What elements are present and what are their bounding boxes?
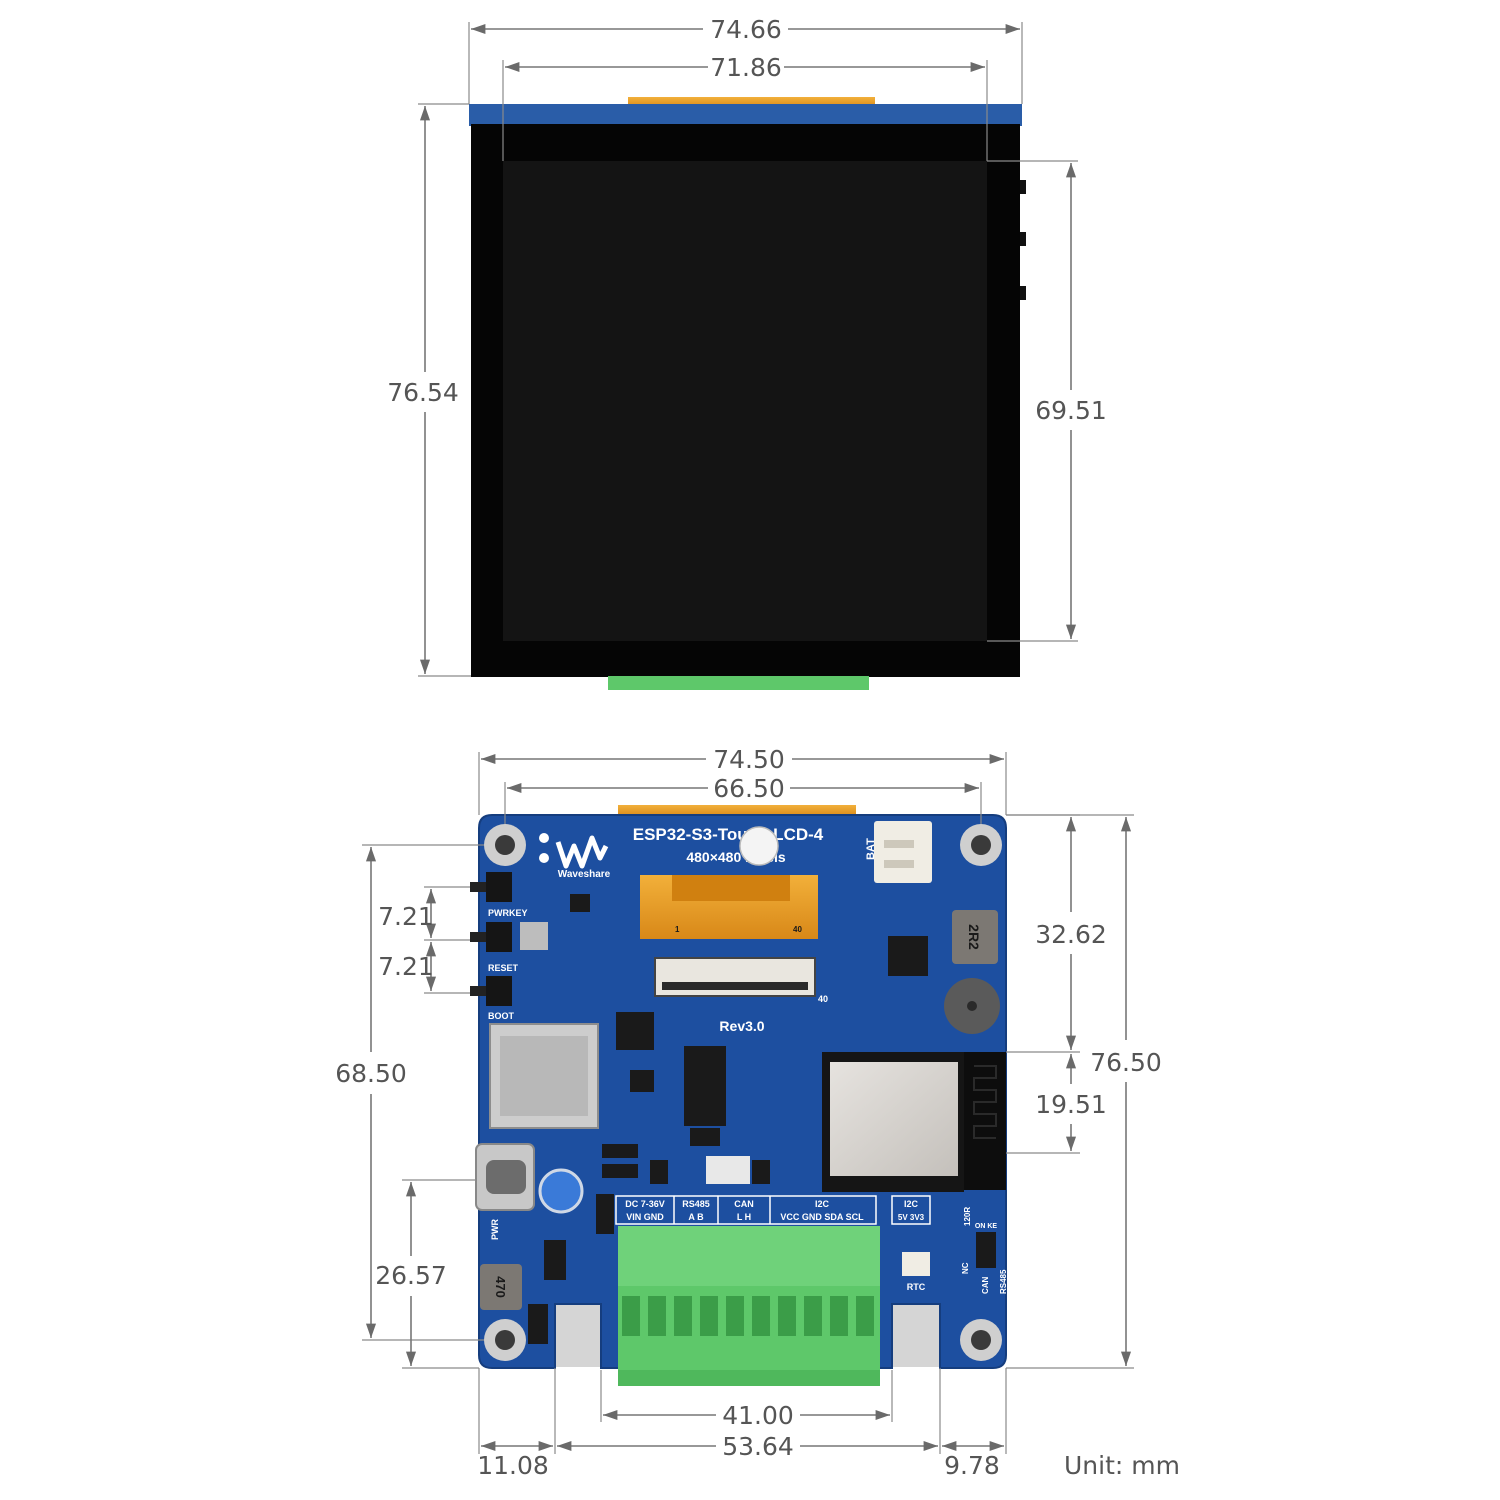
side-buttons bbox=[470, 872, 512, 1006]
dim-upper-right: 32.62 bbox=[1035, 920, 1107, 949]
bottom-view: Waveshare ESP32-S3-Touch-LCD-4 480×480 P… bbox=[335, 745, 1180, 1480]
board-revision: Rev3.0 bbox=[719, 1018, 764, 1034]
cutout-left bbox=[556, 1305, 600, 1367]
tg-dc-pins: VIN GND bbox=[626, 1212, 664, 1222]
fpc-connector bbox=[654, 957, 816, 997]
connector-pin-40: 40 bbox=[818, 994, 828, 1004]
components bbox=[520, 894, 928, 1344]
i2c-small-pins: 5V 3V3 bbox=[898, 1213, 925, 1222]
mounting-holes bbox=[484, 824, 1002, 1361]
rtc-connector bbox=[902, 1252, 930, 1276]
switch-top-label: ON KE bbox=[975, 1223, 998, 1230]
lcd-active-area bbox=[503, 161, 987, 641]
switch-can: CAN bbox=[981, 1276, 990, 1294]
fpc-pin-1: 1 bbox=[675, 925, 680, 934]
terminal-block bbox=[618, 1226, 880, 1386]
qc-sticker bbox=[739, 826, 779, 866]
top-view: 74.66 71.86 76.54 69.51 bbox=[387, 15, 1107, 690]
dim-top-overall-width: 74.66 bbox=[710, 15, 782, 44]
dim-bottom-left: 11.08 bbox=[477, 1451, 549, 1480]
tg-rs485-title: RS485 bbox=[682, 1199, 710, 1209]
inductor-2r2-label: 2R2 bbox=[966, 924, 982, 950]
label-reset: RESET bbox=[488, 963, 519, 973]
tg-can-title: CAN bbox=[734, 1199, 754, 1209]
side-button-1 bbox=[1020, 180, 1026, 194]
pwr-label: PWR bbox=[490, 1219, 500, 1240]
unit-label: Unit: mm bbox=[1064, 1451, 1180, 1480]
dim-usb-offset: 26.57 bbox=[375, 1261, 447, 1290]
dim-board-overall-height: 76.50 bbox=[1090, 1048, 1162, 1077]
dim-top-active-height: 69.51 bbox=[1035, 396, 1107, 425]
dim-bottom-right: 9.78 bbox=[944, 1451, 1000, 1480]
switch-nc: NC bbox=[961, 1262, 970, 1274]
inductor-470-label: 470 bbox=[493, 1276, 508, 1298]
tg-i2c-title: I2C bbox=[815, 1199, 830, 1209]
side-button-3 bbox=[1020, 286, 1026, 300]
inductor-2r2 bbox=[952, 910, 998, 964]
tg-can-pins: L H bbox=[737, 1212, 751, 1222]
waveshare-logo-icon bbox=[539, 833, 609, 869]
top-blue-edge bbox=[469, 104, 1022, 126]
terminal-labels: DC 7-36V VIN GND RS485 A B CAN L H I2C V… bbox=[615, 1195, 931, 1225]
dim-hole-spacing: 66.50 bbox=[713, 774, 785, 803]
dim-board-overall-width: 74.50 bbox=[713, 745, 785, 774]
fuse bbox=[706, 1156, 750, 1184]
rtc-label: RTC bbox=[907, 1282, 926, 1292]
top-fpc-cable bbox=[628, 97, 875, 108]
top-terminal-strip bbox=[608, 676, 869, 690]
tg-i2c-pins: VCC GND SDA SCL bbox=[780, 1212, 864, 1222]
switch-120r: 120R bbox=[963, 1207, 972, 1226]
cutout-right bbox=[893, 1305, 939, 1367]
dim-left-height: 68.50 bbox=[335, 1059, 407, 1088]
i2c-small-title: I2C bbox=[904, 1199, 919, 1209]
dim-top-active-width: 71.86 bbox=[710, 53, 782, 82]
fpc-pin-40: 40 bbox=[793, 925, 802, 934]
tg-dc-title: DC 7-36V bbox=[625, 1199, 665, 1209]
label-pwrkey: PWRKEY bbox=[488, 908, 528, 918]
dim-button-pitch-1: 7.21 bbox=[378, 902, 434, 931]
board-brand: Waveshare bbox=[558, 869, 611, 880]
battery-connector bbox=[874, 821, 932, 883]
dim-terminal-width: 41.00 bbox=[722, 1401, 794, 1430]
dim-bottom-mid: 53.64 bbox=[722, 1432, 794, 1461]
side-button-2 bbox=[1020, 232, 1026, 246]
dim-top-overall-height: 76.54 bbox=[387, 378, 459, 407]
inductor-470 bbox=[480, 1264, 522, 1310]
board-title: ESP32-S3-Touch-LCD-4 bbox=[633, 825, 824, 844]
electrolytic-capacitor bbox=[538, 1168, 584, 1214]
antenna-area bbox=[964, 1052, 1006, 1190]
dip-switch bbox=[976, 1232, 996, 1268]
switch-rs485: RS485 bbox=[999, 1269, 1008, 1294]
dim-antenna-height: 19.51 bbox=[1035, 1090, 1107, 1119]
dim-button-pitch-2: 7.21 bbox=[378, 952, 434, 981]
label-boot: BOOT bbox=[488, 1011, 515, 1021]
tg-rs485-pins: A B bbox=[688, 1212, 704, 1222]
